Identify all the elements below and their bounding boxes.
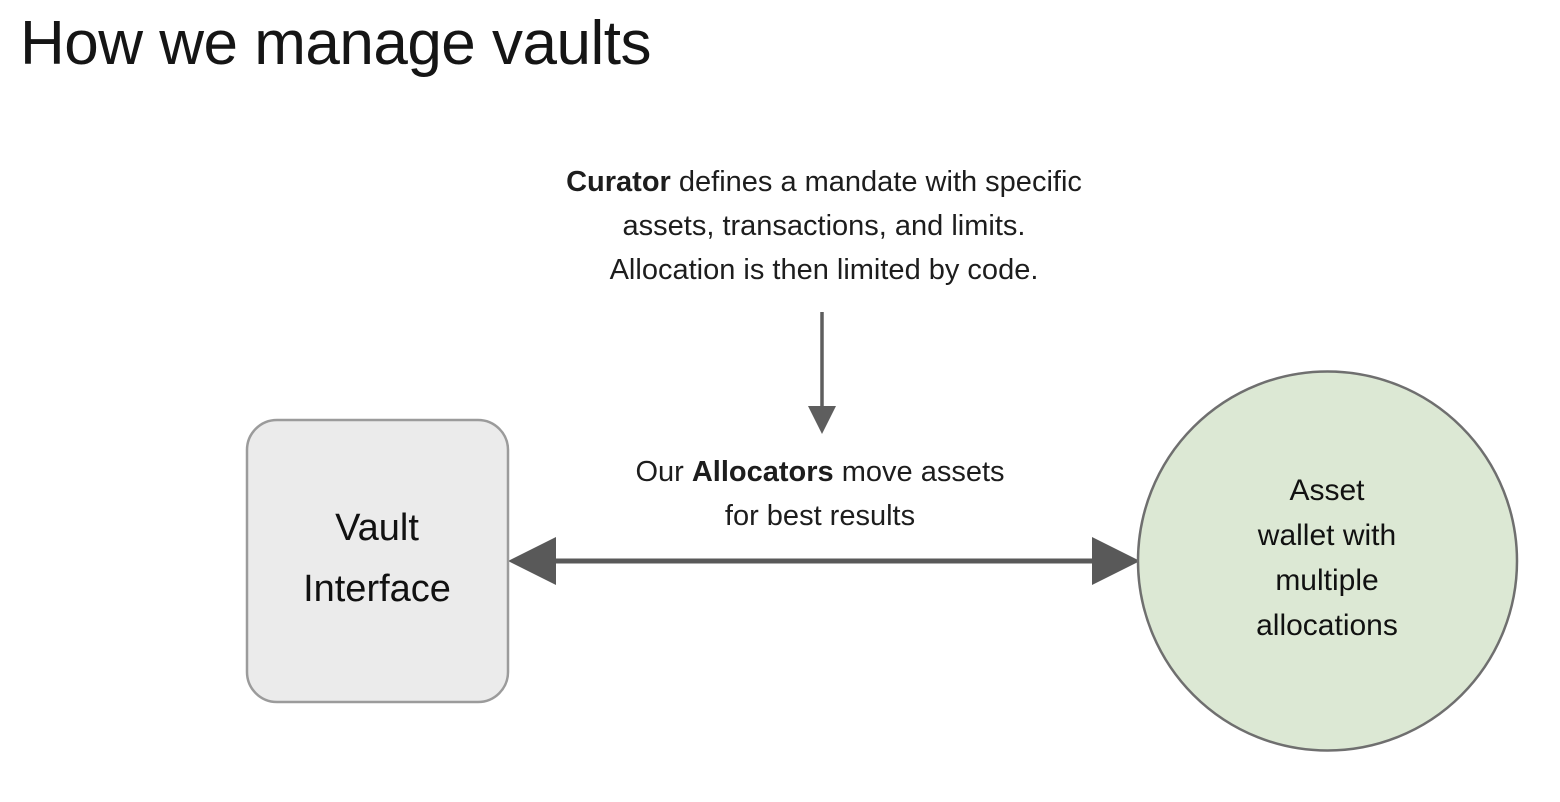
allocator-caption-line-1: Our Allocators move assets (560, 450, 1080, 494)
allocator-caption: Our Allocators move assets for best resu… (560, 450, 1080, 538)
curator-line-1-rest: defines a mandate with specific (670, 166, 1082, 198)
vault-wallet-double-arrow (508, 537, 1140, 585)
curator-caption: Curator defines a mandate with specific … (466, 160, 1182, 292)
curator-caption-line-2: assets, transactions, and limits. (622, 210, 1026, 242)
allocator-line-1-lead: Our (635, 456, 692, 488)
double-arrow-head-left (508, 537, 556, 585)
vault-interface-node[interactable] (245, 418, 510, 704)
curator-bold-term: Curator (566, 166, 671, 198)
allocator-caption-line-2: for best results (724, 500, 916, 532)
page-title: How we manage vaults (20, 9, 651, 78)
curator-caption-line-1: Curator defines a mandate with specific (466, 160, 1182, 204)
double-arrow-head-right (1092, 537, 1140, 585)
wallet-label-line-4: allocations (1256, 609, 1398, 642)
vault-interface-label: Vault Interface (246, 498, 508, 620)
wallet-label-line-2: wallet with (1257, 519, 1397, 552)
allocator-bold-term: Allocators (691, 456, 834, 488)
curator-arrow-head (808, 406, 836, 434)
vault-label-line-2: Interface (303, 568, 451, 610)
asset-wallet-label: Asset wallet with multiple allocations (1147, 468, 1507, 648)
curator-down-arrow (808, 312, 836, 434)
wallet-label-line-1: Asset (1289, 474, 1365, 507)
curator-caption-line-3: Allocation is then limited by code. (609, 254, 1039, 286)
wallet-label-line-3: multiple (1275, 564, 1379, 597)
asset-wallet-node[interactable] (1136, 370, 1519, 752)
allocator-line-1-rest: move assets (833, 456, 1005, 488)
vault-label-line-1: Vault (335, 507, 419, 549)
